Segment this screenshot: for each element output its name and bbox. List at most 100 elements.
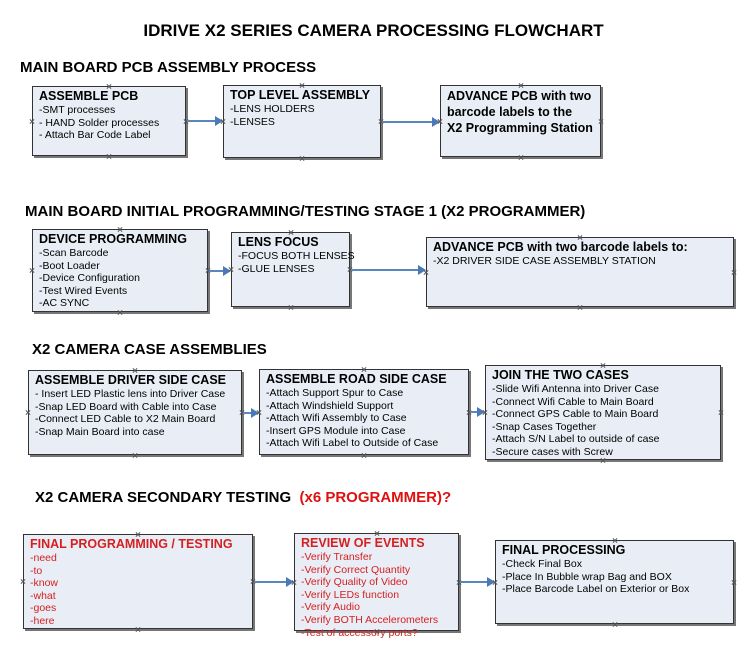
connection-point-marker-icon [374,628,380,634]
box-item: -LENSES [230,115,275,128]
connection-point-marker-icon [361,452,367,458]
connection-point-marker-icon [437,118,443,124]
box-advance-pcb-to-case-assembly: ADVANCE PCB with two barcode labels to:-… [426,237,734,307]
box-item: -Verify LEDs function [301,588,400,601]
connection-point-marker-icon [288,229,294,235]
connection-point-marker-icon [731,269,737,275]
box-assemble-driver-side-case: ASSEMBLE DRIVER SIDE CASE- Insert LED Pl… [28,370,242,455]
connection-point-marker-icon [731,579,737,585]
box-item: -Boot Loader [39,259,100,272]
box-item: -Secure cases with Screw [492,445,613,458]
box-item: -Scan Barcode [39,247,109,259]
box-item: -need [30,552,57,564]
connection-point-marker-icon [135,626,141,632]
connection-point-marker-icon [492,579,498,585]
connection-point-marker-icon [299,155,305,161]
heading-text: X2 CAMERA SECONDARY TESTING [35,489,292,506]
flow-arrow [187,116,223,126]
box-assemble-pcb: ASSEMBLE PCB -SMT processes- HAND Solder… [32,86,186,156]
box-item: -Place In Bubble wrap Bag and BOX [502,570,672,583]
box-item: -SMT processes [39,104,116,116]
box-item: -Test of accessory ports? [301,626,418,639]
box-item: -Snap LED Board with Cable into Case [35,400,217,413]
box-item: -Verify Audio [301,601,360,614]
section-heading-case-assemblies: X2 CAMERA CASE ASSEMBLIES [32,341,267,358]
connection-point-marker-icon [132,452,138,458]
box-title: LENS FOCUS [238,235,319,249]
flow-arrow [209,265,231,276]
connection-point-marker-icon [106,83,112,89]
box-title: FINAL PROGRAMMING / TESTING [30,537,233,551]
box-item: -X2 DRIVER SIDE CASE ASSEMBLY STATION [433,255,656,267]
connection-point-marker-icon [29,118,35,124]
box-title: ADVANCE PCB with two barcode labels to: [433,240,688,254]
connection-point-marker-icon [482,410,488,416]
box-item: - Insert LED Plastic lens into Driver Ca… [35,388,226,400]
box-item: -Verify Correct Quantity [301,563,411,576]
box-item: -Connect LED Cable to X2 Main Board [35,413,216,426]
box-item: -Attach Wifi Assembly to Case [266,412,407,425]
box-item: -to [30,564,43,577]
flow-arrow [243,407,259,418]
box-final-processing: FINAL PROCESSING -Check Final Box-Place … [495,540,734,624]
connection-point-marker-icon [374,530,380,536]
connection-point-marker-icon [220,119,226,125]
box-title: ASSEMBLE PCB [39,89,139,103]
box-item: -Verify Quality of Video [301,576,408,589]
box-item: -Test Wired Events [39,284,128,297]
box-title: ASSEMBLE ROAD SIDE CASE [266,372,447,386]
box-review-of-events: REVIEW OF EVENTS-Verify Transfer-Verify … [294,533,459,639]
flow-arrow [460,577,495,587]
connection-point-marker-icon [29,268,35,274]
box-item: -Verify BOTH Accelerometers [301,613,439,626]
box-item: -Device Configuration [39,272,140,285]
connection-point-marker-icon [518,154,524,160]
connection-point-marker-icon [20,579,26,585]
section-heading-secondary-testing: X2 CAMERA SECONDARY TESTING (x6 PROGRAMM… [35,489,451,506]
box-title: JOIN THE TWO CASES [492,368,629,382]
connection-point-marker-icon [600,362,606,368]
connection-point-marker-icon [106,153,112,159]
box-item: -Snap Cases Together [492,420,597,433]
box-item: -here [30,614,55,627]
box-assemble-road-side-case: ASSEMBLE ROAD SIDE CASE-Attach Support S… [259,369,469,455]
box-item: -Connect Wifi Cable to Main Board [492,395,654,408]
box-item: barcode labels to the [447,105,573,119]
box-item: -what [30,589,56,602]
box-title: TOP LEVEL ASSEMBLY [230,88,371,102]
box-item: -FOCUS BOTH LENSES [238,250,355,262]
heading-red-text: (x6 PROGRAMMER)? [299,489,452,506]
box-title: DEVICE PROGRAMMING [39,232,187,246]
connection-point-marker-icon [117,309,123,315]
box-item: - Attach Bar Code Label [39,129,151,142]
box-final-programming-testing: FINAL PROGRAMMING / TESTING-need-to-know… [23,534,253,629]
box-item: -Snap Main Board into case [35,425,165,438]
connection-point-marker-icon [600,457,606,463]
box-item: -Verify Transfer [301,551,373,563]
connection-point-marker-icon [228,267,234,273]
connection-point-marker-icon [518,82,524,88]
box-title: FINAL PROCESSING [502,543,626,557]
connection-point-marker-icon [361,366,367,372]
flow-arrow [470,407,485,417]
box-device-programming: DEVICE PROGRAMMING-Scan Barcode-Boot Loa… [32,229,208,312]
box-item: -goes [30,602,57,615]
connection-point-marker-icon [299,82,305,88]
connection-point-marker-icon [612,621,618,627]
box-item: -know [30,577,59,590]
flow-arrow [254,576,294,587]
box-item: -Place Barcode Label on Exterior or Box [502,583,690,596]
connection-point-marker-icon [577,304,583,310]
box-item: X2 Programming Station [447,121,593,135]
section-heading-programming: MAIN BOARD INITIAL PROGRAMMING/TESTING S… [25,203,586,220]
box-item: -Attach Windshield Support [266,399,394,412]
box-item: -Attach Wifi Label to Outside of Case [266,437,439,450]
connection-point-marker-icon [117,226,123,232]
connection-point-marker-icon [135,531,141,537]
box-item: -GLUE LENSES [238,262,315,275]
box-title: REVIEW OF EVENTS [301,536,425,550]
connection-point-marker-icon [612,537,618,543]
box-advance-pcb-to-programming: ADVANCE PCB with two barcode labels to th… [440,85,601,157]
box-item: -Check Final Box [502,558,582,570]
box-item: ADVANCE PCB with two [447,89,592,103]
